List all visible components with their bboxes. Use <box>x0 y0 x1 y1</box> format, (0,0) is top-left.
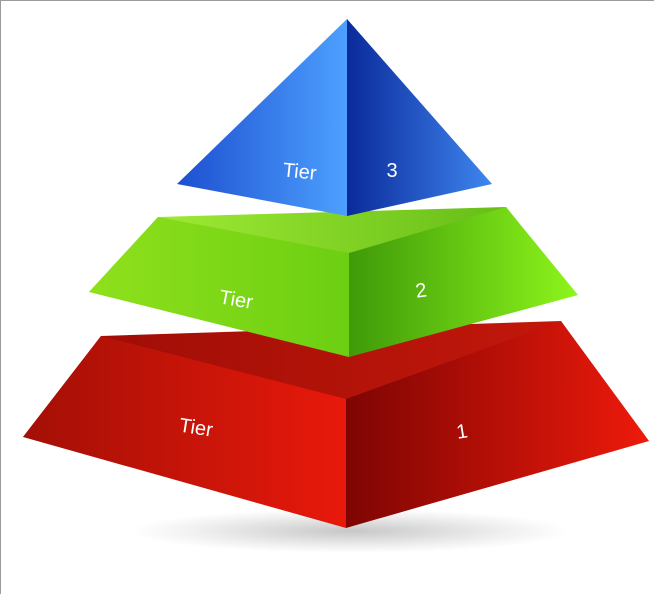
tier-2-left-face <box>89 217 349 357</box>
tier-2: Tier 2 <box>89 207 578 357</box>
tier-3-right-label: 3 <box>386 160 397 182</box>
tier-1-left-face <box>23 336 346 528</box>
tier-1-right-label: 1 <box>455 420 469 443</box>
tier-1-right-face <box>346 321 649 528</box>
tier-2-right-label: 2 <box>414 279 428 302</box>
tier-3-left-face <box>177 19 347 216</box>
tier-1-left-label: Tier <box>178 415 215 442</box>
tier-2-right-face <box>349 207 578 357</box>
tier-3-right-face <box>347 19 492 216</box>
tier-3-left-label: Tier <box>282 159 318 184</box>
tier-1: Tier 1 <box>23 321 649 528</box>
tier-3: Tier 3 <box>177 19 492 216</box>
pyramid-shadow <box>131 509 571 553</box>
